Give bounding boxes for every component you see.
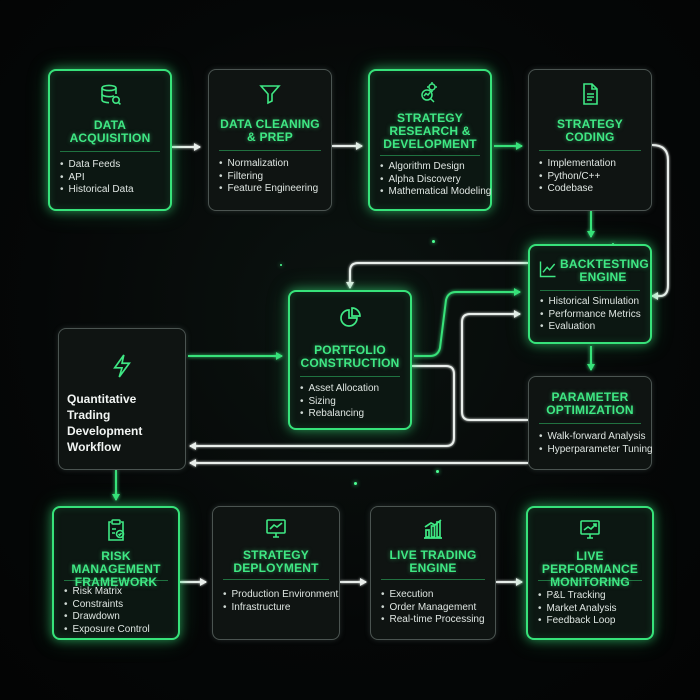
node-strategy-coding[interactable]: STRATEGY CODING Implementation Python/C+… [528, 69, 652, 211]
document-code-icon [583, 83, 598, 105]
list-item: Infrastructure [223, 602, 333, 615]
arrow-backtesting-to-portfolio [346, 262, 528, 289]
list-item: Algorithm Design [380, 161, 484, 174]
divider [539, 150, 641, 151]
list-item: Execution [381, 589, 489, 602]
divider [538, 580, 642, 581]
item-list: Historical Simulation Performance Metric… [540, 296, 644, 334]
item-list: Data Feeds API Historical Data [60, 159, 164, 197]
list-item: Feedback Loop [538, 615, 646, 628]
node-title: PORTFOLIO CONSTRUCTION [300, 343, 400, 370]
list-item: Data Feeds [60, 159, 164, 172]
node-title: STRATEGY CODING [556, 117, 624, 144]
item-list: Walk-forward Analysis Hyperparameter Tun… [539, 431, 653, 457]
node-title: LIVE PERFORMANCE MONITORING [541, 549, 639, 589]
list-item: Sizing [300, 396, 404, 409]
center-title: Quantitative Trading Development Workflo… [67, 392, 143, 454]
node-live-trading-engine[interactable]: LIVE TRADING ENGINE Execution Order Mana… [370, 506, 496, 640]
list-item: Market Analysis [538, 603, 646, 616]
list-item: Performance Metrics [540, 309, 644, 322]
node-center-workflow[interactable]: Quantitative Trading Development Workflo… [58, 328, 186, 470]
list-item: Production Environment [223, 589, 339, 602]
item-list: P&L Tracking Market Analysis Feedback Lo… [538, 590, 646, 628]
divider [64, 580, 168, 581]
list-item: Rebalancing [300, 408, 404, 421]
list-item: Mathematical Modeling [380, 186, 492, 199]
divider [60, 151, 160, 152]
list-item: Historical Data [60, 184, 164, 197]
item-list: Normalization Filtering Feature Engineer… [219, 158, 325, 196]
monitor-trend-icon [580, 520, 600, 539]
node-data-acquisition[interactable]: DATA ACQUISITION Data Feeds API Historic… [48, 69, 172, 211]
sparkle-2 [436, 470, 439, 473]
pie-chart-icon [340, 307, 361, 327]
item-list: Implementation Python/C++ Codebase [539, 158, 645, 196]
monitor-chart-icon [266, 519, 286, 538]
node-strategy-deployment[interactable]: STRATEGY DEPLOYMENT Production Environme… [212, 506, 340, 640]
list-item: Order Management [381, 602, 489, 615]
list-item: Asset Allocation [300, 383, 404, 396]
divider [540, 290, 640, 291]
list-item: Codebase [539, 183, 645, 196]
list-item: Constraints [64, 599, 172, 612]
list-item: Evaluation [540, 321, 644, 334]
node-title: DATA CLEANING & PREP [220, 117, 320, 144]
list-item: Historical Simulation [540, 296, 644, 309]
node-portfolio-construction[interactable]: PORTFOLIO CONSTRUCTION Asset Allocation … [288, 290, 412, 430]
sparkle-1 [432, 240, 435, 243]
database-icon [101, 84, 121, 105]
node-title: STRATEGY DEPLOYMENT [233, 548, 319, 575]
list-item: Python/C++ [539, 171, 645, 184]
node-parameter-optimization[interactable]: PARAMETER OPTIMIZATION Walk-forward Anal… [528, 376, 653, 470]
list-item: Implementation [539, 158, 645, 171]
list-item: Exposure Control [64, 624, 172, 637]
sparkle-3 [354, 482, 357, 485]
node-title: STRATEGY RESEARCH & DEVELOPMENT [383, 111, 477, 151]
divider [300, 376, 400, 377]
item-list: Risk Matrix Constraints Drawdown Exposur… [64, 586, 172, 636]
divider [539, 423, 641, 424]
loop-optimization-to-backtesting [461, 310, 528, 421]
arrow-portfolio-to-backtesting [414, 288, 521, 357]
lightning-bolt-icon [113, 354, 131, 378]
list-item: Normalization [219, 158, 325, 171]
funnel-filter-icon [259, 85, 281, 105]
node-title: DATA ACQUISITION [69, 118, 151, 145]
node-title: BACKTESTING ENGINE [560, 257, 649, 284]
node-strategy-research[interactable]: STRATEGY RESEARCH & DEVELOPMENT Algorith… [368, 69, 492, 211]
item-list: Asset Allocation Sizing Rebalancing [300, 383, 404, 421]
node-risk-management[interactable]: RISK MANAGEMENT FRAMEWORK Risk Matrix Co… [52, 506, 180, 640]
list-item: Filtering [219, 171, 325, 184]
divider [219, 150, 321, 151]
item-list: Algorithm Design Alpha Discovery Mathema… [380, 161, 492, 199]
list-item: Hyperparameter Tuning [539, 444, 653, 457]
list-item: Risk Matrix [64, 586, 172, 599]
item-list: Execution Order Management Real-time Pro… [381, 589, 489, 627]
list-item: API [60, 172, 164, 185]
list-item: Walk-forward Analysis [539, 431, 646, 444]
divider [223, 579, 329, 580]
list-item: Real-time Processing [381, 614, 489, 627]
research-chart-icon [421, 82, 437, 103]
list-item: P&L Tracking [538, 590, 646, 603]
bar-chart-icon [424, 519, 442, 539]
divider [381, 579, 485, 580]
node-title: LIVE TRADING ENGINE [389, 548, 477, 575]
node-title: PARAMETER OPTIMIZATION [546, 390, 634, 417]
item-list: Production Environment Infrastructure [223, 589, 339, 615]
clipboard-check-icon [108, 519, 125, 541]
node-data-cleaning[interactable]: DATA CLEANING & PREP Normalization Filte… [208, 69, 332, 211]
divider [380, 155, 480, 156]
arrow-coding-to-backtesting-loop [651, 144, 669, 300]
list-item: Feature Engineering [219, 183, 325, 196]
list-item: Drawdown [64, 611, 172, 624]
line-chart-icon [539, 261, 556, 278]
node-title: RISK MANAGEMENT FRAMEWORK [71, 549, 161, 589]
sparkle-5 [280, 264, 282, 266]
node-live-performance-monitoring[interactable]: LIVE PERFORMANCE MONITORING P&L Tracking… [526, 506, 654, 640]
list-item: Alpha Discovery [380, 174, 484, 187]
node-backtesting-engine[interactable]: BACKTESTING ENGINE Historical Simulation… [528, 244, 652, 344]
